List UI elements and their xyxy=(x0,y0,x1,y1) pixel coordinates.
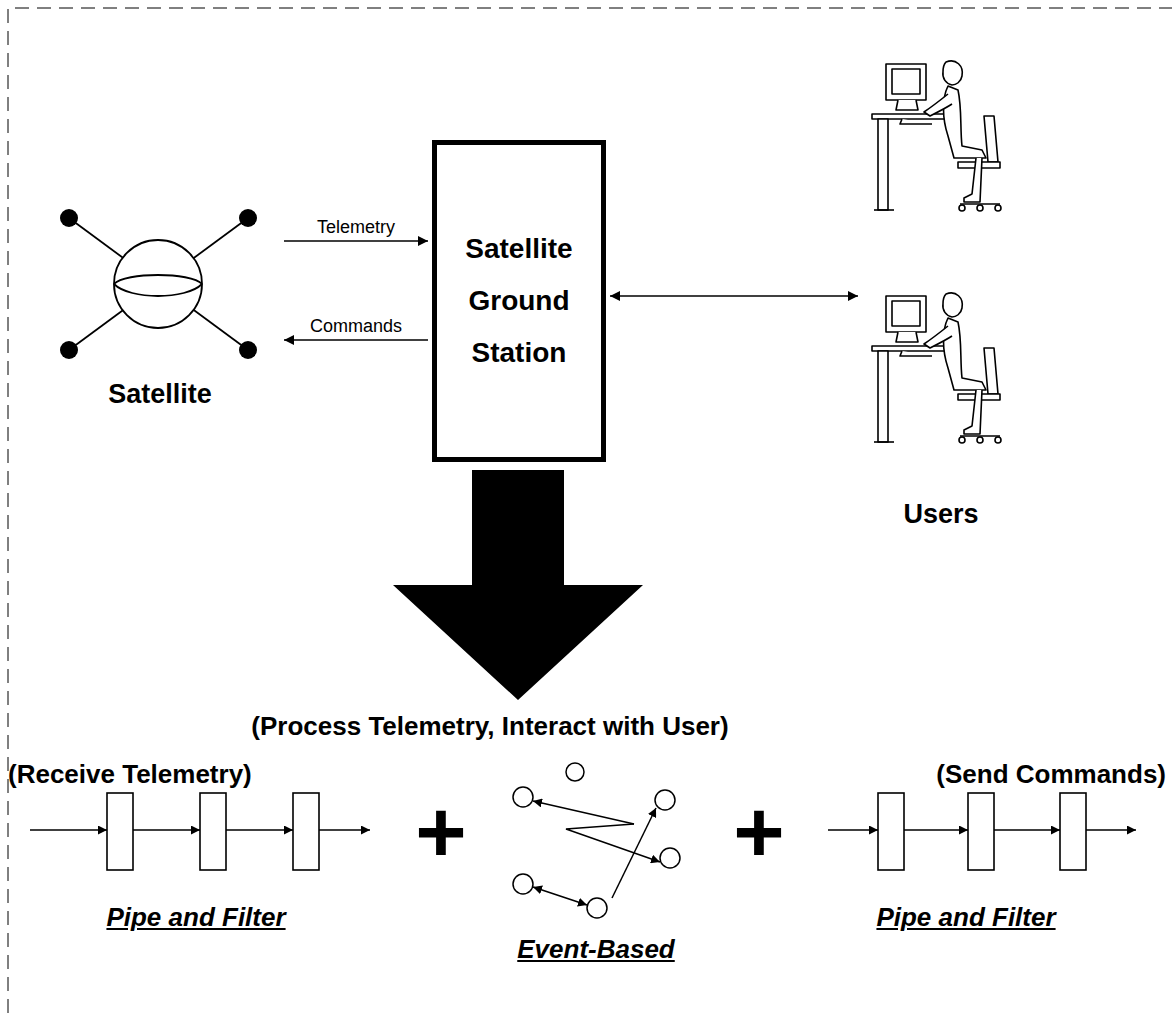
plus-sign: + xyxy=(415,781,466,882)
style-name: Pipe and Filter xyxy=(106,903,285,933)
edge-label: Telemetry xyxy=(315,217,397,238)
caption-label: (Send Commands) xyxy=(936,760,1166,790)
node-text: Users xyxy=(862,498,1020,530)
node-text: Satellite xyxy=(40,378,280,410)
style-name: Event-Based xyxy=(517,935,675,965)
caption-label: (Process Telemetry, Interact with User) xyxy=(251,712,728,742)
connector-arrow xyxy=(284,339,428,341)
connector-arrow xyxy=(284,240,428,242)
style-name: Pipe and Filter xyxy=(876,903,1055,933)
plus-sign: + xyxy=(733,781,784,882)
users-node: Users xyxy=(862,50,1020,530)
ground-station-box: Satellite Ground Station xyxy=(432,140,606,462)
connector-arrow xyxy=(610,295,858,297)
node-text: Satellite Ground Station xyxy=(444,223,594,379)
edge-label: Commands xyxy=(308,316,404,337)
caption-label: (Receive Telemetry) xyxy=(8,760,252,790)
satellite-node: Satellite xyxy=(40,195,280,410)
